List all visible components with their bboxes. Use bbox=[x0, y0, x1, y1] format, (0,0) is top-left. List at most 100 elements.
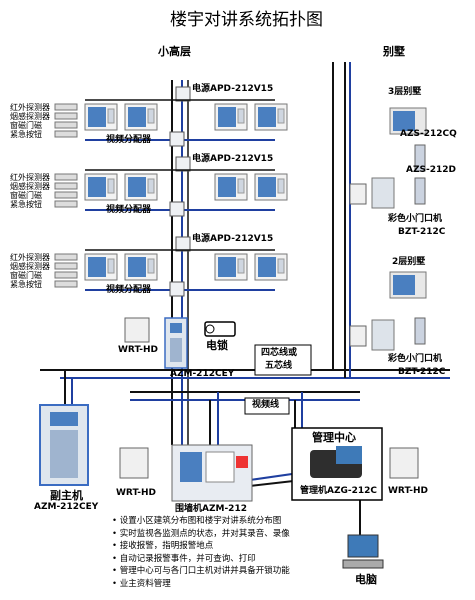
villa2-door-model: BZT-212C bbox=[398, 367, 446, 377]
indoor-monitor-buttons bbox=[237, 258, 245, 274]
indoor-monitor-screen bbox=[258, 107, 276, 127]
indoor-monitor-screen bbox=[258, 257, 276, 277]
section-left-title: 小高层 bbox=[158, 45, 191, 58]
door-station-label: AZM-212CEY bbox=[170, 369, 235, 379]
power-supply-box bbox=[175, 236, 191, 252]
sensor-device bbox=[54, 121, 78, 129]
sensor-device bbox=[54, 280, 78, 288]
sensor-label: 烟感探测器 bbox=[10, 182, 50, 191]
villa3-monitor-screen bbox=[393, 111, 415, 131]
section-right-title: 别墅 bbox=[383, 45, 405, 58]
sensor-label: 红外探测器 bbox=[10, 103, 50, 112]
villa2-door-station bbox=[371, 319, 395, 351]
sensor-label: 红外探测器 bbox=[10, 253, 50, 262]
indoor-monitor-screen bbox=[258, 177, 276, 197]
indoor-monitor-buttons bbox=[147, 178, 155, 194]
sensor-device bbox=[54, 182, 78, 190]
villa2-wrt-box bbox=[349, 325, 367, 347]
feature-item: • 业主资料管理 bbox=[112, 578, 171, 589]
sensor-device bbox=[54, 112, 78, 120]
sensor-label: 烟感探测器 bbox=[10, 112, 50, 121]
cable-note-box bbox=[254, 344, 312, 376]
villa3-wrt-box bbox=[349, 183, 367, 205]
sensor-device bbox=[54, 191, 78, 199]
indoor-monitor-buttons bbox=[237, 108, 245, 124]
feature-item: • 管理中心可与各门口主机对讲并具备开锁功能 bbox=[112, 566, 290, 576]
indoor-monitor-screen bbox=[88, 107, 106, 127]
sub-unit-keypad bbox=[50, 430, 78, 478]
cable-note-line1: 四芯线或 bbox=[261, 348, 298, 358]
indoor-monitor-buttons bbox=[107, 258, 115, 274]
feature-item: • 实时监视各监测点的状态，并对其录音、录像 bbox=[112, 528, 290, 539]
video-distributor-label: 视频分配器 bbox=[106, 285, 152, 295]
feature-item: • 设置小区建筑分布图和楼宇对讲系统分布图 bbox=[112, 516, 282, 526]
villa3-title: 3层别墅 bbox=[388, 87, 422, 97]
villa3-door-name: 彩色小门口机 bbox=[388, 214, 443, 224]
indoor-monitor-buttons bbox=[277, 258, 285, 274]
indoor-monitor-buttons bbox=[277, 178, 285, 194]
management-center-label: 管理中心 bbox=[312, 431, 356, 444]
villa3-phone-label: AZS-212D bbox=[406, 165, 456, 175]
wall-unit-badge bbox=[236, 456, 248, 468]
villa3-phone-2 bbox=[414, 177, 426, 205]
sensor-label: 紧急按钮 bbox=[10, 280, 42, 289]
feature-item: • 接收报警，指明报警地点 bbox=[112, 541, 214, 551]
power-supply-label: 电源APD-212V15 bbox=[192, 154, 274, 164]
sensor-device bbox=[54, 130, 78, 138]
sensor-label: 紧急按钮 bbox=[10, 200, 42, 209]
sub-unit-model: AZM-212CEY bbox=[34, 502, 99, 512]
wall-unit-screen bbox=[180, 452, 202, 482]
video-cable-box bbox=[244, 397, 290, 415]
sensor-label: 窗磁门磁 bbox=[10, 271, 42, 280]
power-supply-label: 电源APD-212V15 bbox=[192, 84, 274, 94]
indoor-monitor-screen bbox=[218, 257, 236, 277]
indoor-monitor-buttons bbox=[277, 108, 285, 124]
indoor-monitor-buttons bbox=[237, 178, 245, 194]
indoor-monitor-screen bbox=[128, 177, 146, 197]
lock-cylinder-icon bbox=[205, 324, 215, 334]
sensor-device bbox=[54, 271, 78, 279]
villa2-title: 2层别墅 bbox=[392, 257, 426, 267]
video-distributor-box bbox=[169, 131, 185, 147]
computer-monitor-icon bbox=[347, 534, 379, 558]
wall-unit-label: 围墙机AZM-212 bbox=[175, 504, 247, 514]
sensor-device bbox=[54, 253, 78, 261]
villa3-phone-1 bbox=[414, 144, 426, 172]
villa2-door-name: 彩色小门口机 bbox=[388, 354, 443, 364]
computer-label: 电脑 bbox=[355, 573, 377, 586]
indoor-monitor-screen bbox=[88, 177, 106, 197]
cable-note-line2: 五芯线 bbox=[265, 361, 293, 371]
villa2-monitor-screen bbox=[393, 275, 415, 295]
power-supply-box bbox=[175, 86, 191, 102]
management-host-label: 管理机AZG-212C bbox=[300, 486, 378, 496]
indoor-monitor-screen bbox=[128, 107, 146, 127]
computer-base-icon bbox=[342, 559, 384, 569]
wrt-box-building bbox=[124, 317, 150, 343]
diagram-title: 楼宇对讲系统拓扑图 bbox=[170, 10, 323, 30]
sensor-label: 烟感探测器 bbox=[10, 262, 50, 271]
wall-wrt-label: WRT-HD bbox=[116, 488, 157, 498]
indoor-monitor-buttons bbox=[147, 108, 155, 124]
sensor-device bbox=[54, 200, 78, 208]
sensor-label: 紧急按钮 bbox=[10, 130, 42, 139]
management-wrt-label: WRT-HD bbox=[388, 486, 429, 496]
indoor-monitor-screen bbox=[88, 257, 106, 277]
wall-wrt-box bbox=[119, 447, 149, 479]
building-wrt-label: WRT-HD bbox=[118, 345, 159, 355]
video-distributor-box bbox=[169, 201, 185, 217]
indoor-monitor-screen bbox=[218, 177, 236, 197]
lock-label: 电锁 bbox=[206, 339, 228, 352]
video-distributor-label: 视频分配器 bbox=[106, 205, 152, 215]
management-screen bbox=[336, 446, 362, 464]
power-supply-label: 电源APD-212V15 bbox=[192, 234, 274, 244]
indoor-monitor-screen bbox=[218, 107, 236, 127]
door-station-screen bbox=[170, 323, 182, 333]
sensor-label: 窗磁门磁 bbox=[10, 191, 42, 200]
sub-unit-screen bbox=[50, 412, 78, 426]
management-wrt-box bbox=[389, 447, 419, 479]
sub-unit-name: 副主机 bbox=[50, 489, 83, 502]
feature-item: • 自动记录报警事件，并可查询、打印 bbox=[112, 553, 256, 564]
villa3-door-model: BZT-212C bbox=[398, 227, 446, 237]
video-cable-label: 视频线 bbox=[252, 400, 280, 410]
